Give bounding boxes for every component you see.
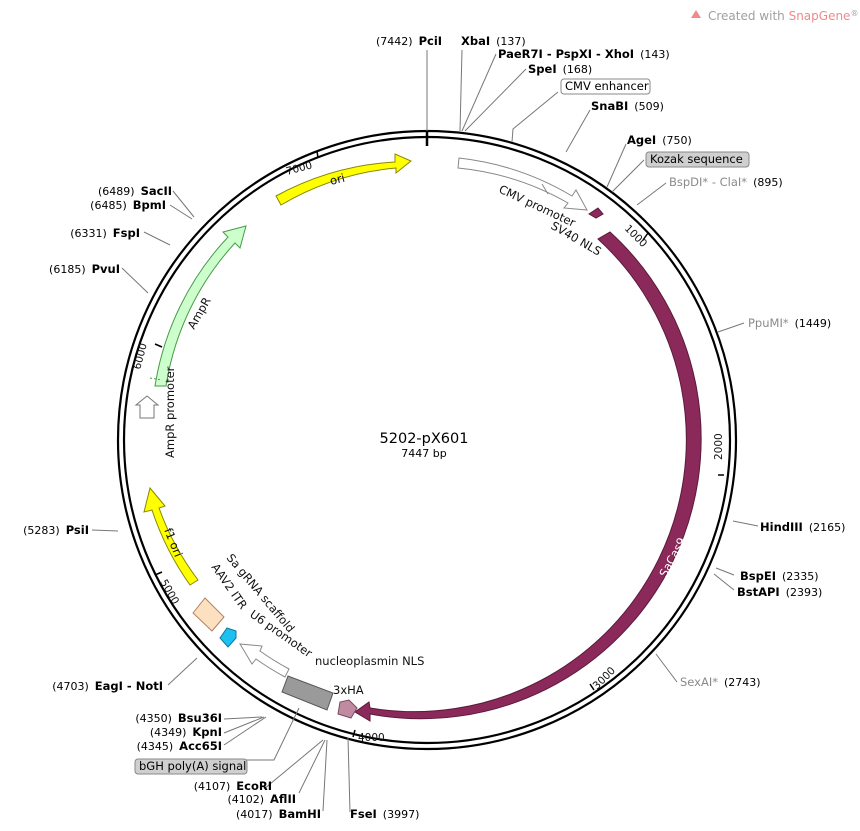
sacas9-feature[interactable] [354, 231, 702, 722]
site-ppumi[interactable]: PpuMI*(1449) [748, 316, 831, 330]
site-psii[interactable]: (5283)PsiI [23, 523, 89, 537]
u6-promoter-feature[interactable] [239, 643, 290, 678]
credit-prefix: Created with [708, 9, 789, 23]
site-eagi[interactable]: (4703)EagI - NotI [52, 679, 163, 693]
site-bsu36i[interactable]: (4350)Bsu36I [135, 711, 222, 725]
sv40-nls-label: SV40 NLS [549, 218, 604, 258]
cmv-enhancer-label: CMV enhancer [565, 79, 649, 93]
svg-text:Created with SnapGene®: Created with SnapGene® [708, 9, 858, 23]
credit-brand: SnapGene [789, 9, 851, 23]
site-xbai[interactable]: XbaI(137) [461, 34, 526, 48]
site-agei[interactable]: AgeI(750) [627, 133, 692, 147]
plasmid-length: 7447 bp [401, 447, 446, 460]
feature-box-bgh[interactable]: bGH poly(A) signal [134, 758, 248, 775]
cmv-boundary [541, 183, 549, 195]
site-bstapi[interactable]: BstAPI(2393) [737, 585, 822, 599]
ampr-feature[interactable] [154, 225, 247, 387]
credit-mark: ® [850, 9, 858, 18]
ori-label: ori [328, 171, 346, 188]
site-fspi[interactable]: (6331)FspI [70, 226, 140, 240]
bgh-label: bGH poly(A) signal [139, 759, 246, 773]
3xha-feature[interactable] [281, 675, 334, 711]
feature-box-kozak[interactable]: Kozak sequence [645, 151, 750, 168]
tick-label-6000: 6000 [131, 342, 150, 371]
site-acc65i[interactable]: (4345)Acc65I [137, 739, 222, 753]
cmv-promoter-feature[interactable] [457, 157, 588, 211]
sa-grna-scaffold-feature[interactable] [219, 627, 237, 648]
sv40-nls-feature[interactable] [588, 207, 604, 219]
site-hindiii[interactable]: HindIII(2165) [760, 520, 845, 534]
tick-marks [154, 150, 724, 738]
nucleoplasmin-nls-feature[interactable] [337, 699, 358, 719]
snapgene-credit: Created with SnapGene® [691, 9, 858, 23]
tick-label-7000: 7000 [285, 159, 314, 178]
tick-label-2000: 2000 [713, 433, 725, 460]
tick-label-4000: 4000 [358, 732, 385, 744]
f1ori-feature[interactable] [143, 486, 199, 586]
site-spei[interactable]: SpeI(168) [528, 62, 592, 76]
restriction-sites: (7442)PciI XbaI(137) PaeR7I - PspXI - Xh… [23, 34, 845, 821]
nucleoplasmin-nls-label: nucleoplasmin NLS [315, 654, 424, 668]
kozak-label: Kozak sequence [650, 152, 743, 166]
tick-label-5000: 5000 [157, 578, 181, 607]
site-bpmi[interactable]: (6485)BpmI [90, 198, 166, 212]
ori-feature[interactable] [275, 153, 412, 206]
tick-label-1000: 1000 [622, 223, 649, 250]
site-snabi[interactable]: SnaBI(509) [591, 99, 664, 113]
site-pvui[interactable]: (6185)PvuI [49, 262, 120, 276]
site-sacii[interactable]: (6489)SacII [98, 184, 172, 198]
ampr-promoter-label: AmpR promoter [163, 366, 177, 458]
site-bamhi[interactable]: (4017)BamHI [236, 807, 321, 821]
site-sexai[interactable]: SexAI*(2743) [680, 675, 761, 689]
site-pcii[interactable]: (7442)PciI [376, 34, 442, 48]
site-paer7i[interactable]: PaeR7I - PspXI - XhoI(143) [498, 47, 670, 61]
snapgene-logo-icon [691, 10, 701, 18]
site-fsei[interactable]: FseI(3997) [350, 807, 419, 821]
site-aflii[interactable]: (4102)AflII [227, 792, 296, 806]
leader-lines [91, 49, 759, 813]
aav2-itr-feature[interactable] [192, 597, 225, 632]
3xha-label: 3xHA [333, 683, 364, 697]
feature-box-cmv-enhancer[interactable]: CMV enhancer [560, 78, 651, 95]
site-bspei[interactable]: BspEI(2335) [740, 569, 819, 583]
site-ecori[interactable]: (4107)EcoRI [194, 779, 272, 793]
ampr-promoter-feature[interactable] [134, 395, 160, 419]
plasmid-name: 5202-pX601 [380, 431, 469, 447]
site-kpni[interactable]: (4349)KpnI [150, 725, 222, 739]
site-bspdi[interactable]: BspDI* - ClaI*(895) [669, 175, 783, 189]
